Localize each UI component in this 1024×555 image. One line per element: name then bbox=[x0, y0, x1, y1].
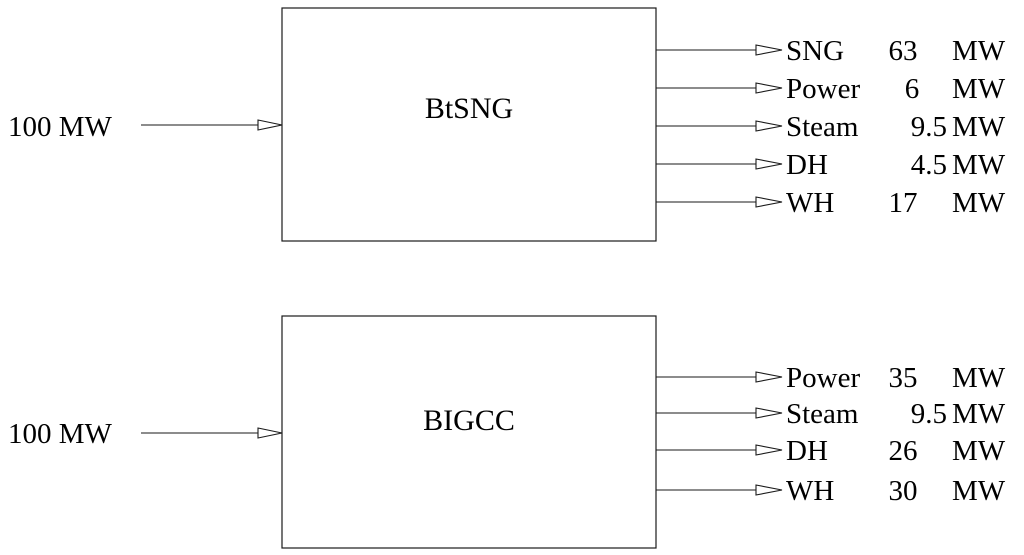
bigcc-output-wh: WH 30 MW bbox=[656, 475, 1006, 507]
output-value: 30 bbox=[889, 475, 918, 507]
output-name: Power bbox=[786, 362, 860, 394]
output-name: WH bbox=[786, 475, 834, 507]
bigcc-box bbox=[281, 315, 657, 549]
btsng-output-steam: Steam 9.5 MW bbox=[656, 111, 1006, 143]
btsng-output-dh: DH 4.5 MW bbox=[656, 149, 1006, 181]
output-unit: MW bbox=[952, 35, 1006, 67]
bigcc-output-steam: Steam 9.5 MW bbox=[656, 398, 1006, 430]
btsng-label: BtSNG bbox=[425, 92, 513, 125]
output-value: 4.5 bbox=[911, 149, 947, 181]
output-unit: MW bbox=[952, 475, 1006, 507]
output-name: DH bbox=[786, 149, 828, 181]
output-arrowhead bbox=[755, 44, 783, 56]
output-arrowhead bbox=[755, 120, 783, 132]
output-name: SNG bbox=[786, 35, 844, 67]
output-name: Steam bbox=[786, 398, 859, 430]
bigcc-output-dh: DH 26 MW bbox=[656, 435, 1006, 467]
output-arrowhead bbox=[755, 444, 783, 456]
bigcc-output-power: Power 35 MW bbox=[656, 362, 1006, 394]
output-unit: MW bbox=[952, 398, 1006, 430]
output-arrowhead bbox=[755, 484, 783, 496]
output-value: 17 bbox=[889, 187, 918, 219]
output-unit: MW bbox=[952, 435, 1006, 467]
output-arrowhead bbox=[755, 371, 783, 383]
output-value: 35 bbox=[889, 362, 918, 394]
btsng-output-sng: SNG 63 MW bbox=[656, 35, 1006, 67]
output-unit: MW bbox=[952, 187, 1006, 219]
output-unit: MW bbox=[952, 149, 1006, 181]
output-value: 9.5 bbox=[911, 111, 947, 143]
output-arrowhead bbox=[755, 82, 783, 94]
process-block-bigcc: BIGCC 100 MW Power 35 MW Steam 9.5 MW DH… bbox=[8, 315, 1006, 549]
output-arrowhead bbox=[755, 158, 783, 170]
bigcc-input-label: 100 MW bbox=[8, 418, 113, 450]
output-value: 26 bbox=[889, 435, 918, 467]
btsng-output-power: Power 6 MW bbox=[656, 73, 1006, 105]
bigcc-label: BIGCC bbox=[423, 404, 515, 437]
btsng-input-label: 100 MW bbox=[8, 111, 113, 143]
output-name: Power bbox=[786, 73, 860, 105]
output-arrowhead bbox=[755, 196, 783, 208]
output-name: Steam bbox=[786, 111, 859, 143]
btsng-input-arrowhead bbox=[257, 119, 283, 131]
btsng-output-wh: WH 17 MW bbox=[656, 187, 1006, 219]
output-unit: MW bbox=[952, 362, 1006, 394]
output-unit: MW bbox=[952, 73, 1006, 105]
output-value: 9.5 bbox=[911, 398, 947, 430]
output-arrowhead bbox=[755, 407, 783, 419]
output-value: 63 bbox=[889, 35, 918, 67]
process-block-btsng: BtSNG 100 MW SNG 63 MW Power 6 MW Steam … bbox=[8, 7, 1006, 242]
output-name: WH bbox=[786, 187, 834, 219]
output-unit: MW bbox=[952, 111, 1006, 143]
output-value: 6 bbox=[905, 73, 920, 105]
bigcc-input-arrowhead bbox=[257, 427, 283, 439]
output-name: DH bbox=[786, 435, 828, 467]
